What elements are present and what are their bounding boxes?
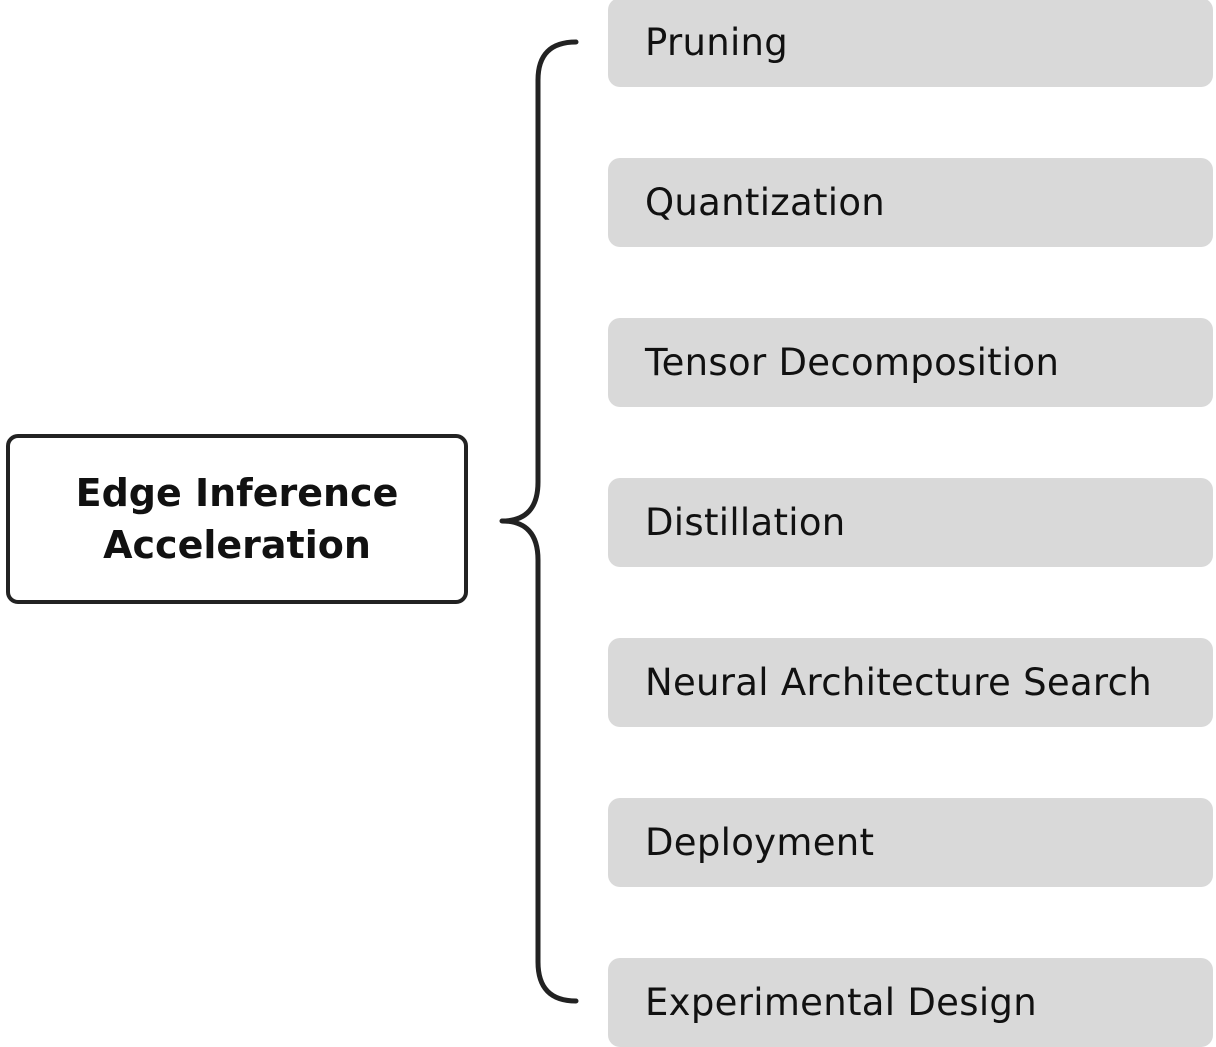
branch-neural-architecture-search: Neural Architecture Search <box>608 638 1213 727</box>
branch-experimental-design: Experimental Design <box>608 958 1213 1047</box>
branch-pruning: Pruning <box>608 0 1213 87</box>
branch-label: Neural Architecture Search <box>645 661 1153 704</box>
root-label: Edge Inference Acceleration <box>75 471 399 567</box>
root-node: Edge Inference Acceleration <box>6 434 468 604</box>
branch-label: Experimental Design <box>645 981 1037 1024</box>
branch-tensor-decomposition: Tensor Decomposition <box>608 318 1213 407</box>
branch-label: Pruning <box>645 21 789 64</box>
branch-label: Deployment <box>645 821 875 864</box>
branch-label: Quantization <box>645 181 886 224</box>
branch-label: Distillation <box>645 501 846 544</box>
branch-label: Tensor Decomposition <box>645 341 1060 384</box>
branch-distillation: Distillation <box>608 478 1213 567</box>
branch-deployment: Deployment <box>608 798 1213 887</box>
branch-quantization: Quantization <box>608 158 1213 247</box>
